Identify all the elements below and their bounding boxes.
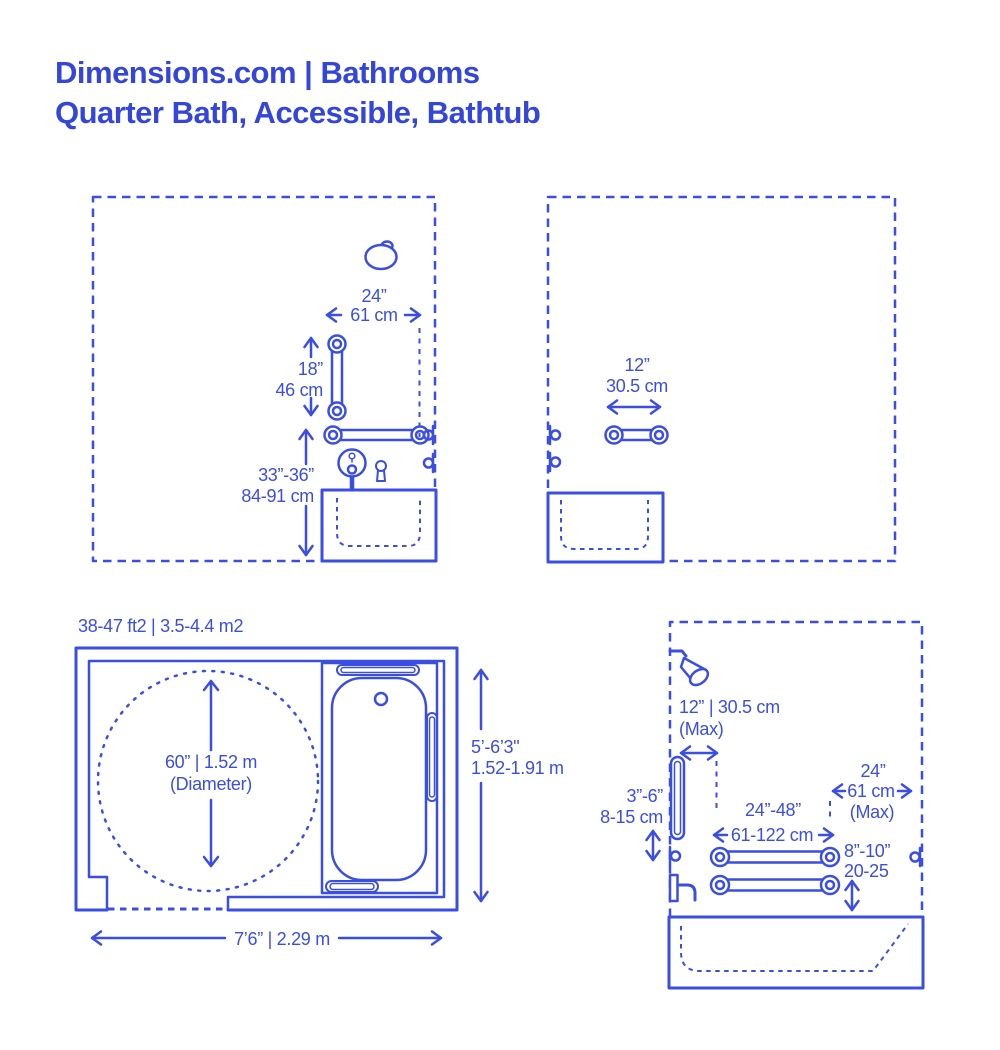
dim-bar-height-cm: 84-91 cm [241, 486, 314, 506]
horizontal-grab-bar [709, 846, 841, 868]
dimension-arrow-vertical [645, 829, 661, 862]
wall-bracket-icon [422, 424, 435, 446]
dim-side-max-in: 24” [860, 761, 885, 781]
horizontal-grab-bar [604, 425, 669, 445]
grab-bar-plan [336, 664, 420, 676]
dim-offset-in: 12” [624, 355, 649, 375]
dimension-arrow-vertical [844, 879, 860, 912]
bathtub-plan [320, 661, 439, 895]
wall-bracket-icon [548, 424, 562, 446]
bathtub [320, 488, 438, 563]
drawing-title: Quarter Bath, Accessible, Bathtub [55, 95, 541, 130]
dim-depth-in: 5’-6’3" [471, 737, 519, 757]
dimension-arrow-vertical [202, 679, 220, 868]
dimension-arrow-horizontal [606, 399, 662, 415]
drain-icon [373, 691, 389, 707]
dim-bar-height-in: 33”-36” [258, 465, 314, 485]
dim-span-in: 24”-48” [745, 800, 801, 820]
room-outline [546, 195, 897, 563]
dim-diameter: 60” | 1.52 m [165, 752, 257, 772]
dimension-arrow-horizontal [325, 307, 422, 323]
dimension-arrow-vertical [473, 668, 489, 903]
dimension-arrow-horizontal [831, 783, 913, 799]
dim-bar-length-cm: 46 cm [275, 380, 323, 400]
spout-icon [375, 460, 387, 482]
horizontal-grab-bar [709, 874, 841, 896]
wall-bracket-icon [422, 452, 435, 474]
dim-depth-m: 1.52-1.91 m [471, 758, 564, 778]
dim-head-max: 12” | 30.5 cm [679, 697, 780, 717]
wall-bracket-icon [548, 451, 562, 473]
page-title: Dimensions.com | Bathrooms Quarter Bath,… [55, 53, 541, 133]
turning-circle [96, 669, 320, 893]
dimension-arrow-vertical [303, 336, 319, 417]
dim-side-max-cm: 61 cm [847, 781, 895, 801]
floor-plan-diagram: 38-47 ft2 | 3.5-4.4 m2 60” | 1.52 m (Dia… [74, 616, 564, 949]
dim-gap-cm: 20-25 [844, 861, 889, 881]
wall-outline-inner [87, 659, 446, 911]
dimension-arrow-horizontal [90, 930, 443, 946]
grab-bar-plan [426, 712, 438, 802]
dim-width: 7’6” | 2.29 m [234, 929, 330, 949]
dim-bar-length-in: 18” [298, 359, 323, 379]
shower-valve-icon [337, 448, 367, 492]
bathtub [667, 915, 925, 990]
dimension-arrow-horizontal [712, 827, 835, 843]
wall-bracket-icon [909, 846, 922, 868]
vertical-grab-bar [669, 755, 686, 841]
dim-span-cm: 61-122 cm [731, 825, 813, 845]
wall-bracket-icon [668, 845, 682, 867]
vertical-grab-bar [327, 334, 347, 421]
room-outline [91, 195, 437, 563]
shower-head-icon [668, 649, 710, 687]
tub-spout-icon [668, 873, 697, 903]
dim-bar-width-cm: 61 cm [350, 305, 398, 325]
dimension-arrow-vertical [298, 428, 314, 557]
area-label: 38-47 ft2 | 3.5-4.4 m2 [78, 616, 243, 636]
grab-bar-plan [325, 880, 379, 893]
dim-offset-cm: 30.5 cm [606, 376, 668, 396]
dim-bar-width-in: 24” [361, 286, 386, 306]
dim-side-max-note: (Max) [850, 802, 895, 822]
tub-elevation-diagram: 12” | 30.5 cm (Max) 3”-6” 8-15 cm 24”-48… [600, 620, 925, 990]
dim-head-max-note: (Max) [679, 719, 724, 739]
shower-head-icon [364, 240, 398, 271]
horizontal-grab-bar [323, 425, 430, 445]
dim-diameter-note: (Diameter) [170, 774, 252, 794]
wall-outline-outer [74, 646, 459, 912]
dim-valve-cm: 8-15 cm [600, 807, 663, 827]
front-elevation-diagram: 24” 61 cm 18” 46 cm [91, 195, 438, 563]
bathtub [546, 491, 665, 564]
dim-gap-in: 8”-10” [844, 841, 891, 861]
site-title: Dimensions.com | Bathrooms [55, 55, 480, 90]
side-elevation-diagram: 12” 30.5 cm [546, 195, 897, 564]
dimension-arrow-horizontal [679, 745, 719, 761]
dim-valve-in: 3”-6” [626, 786, 663, 806]
